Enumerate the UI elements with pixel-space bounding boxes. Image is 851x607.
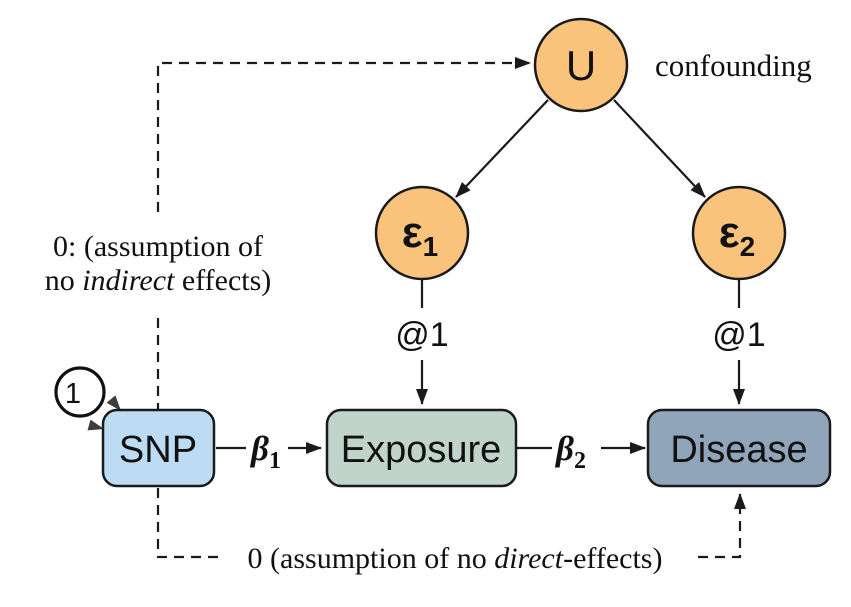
snp-variance-loop bbox=[54, 366, 106, 418]
indirect-assumption-path bbox=[156, 57, 531, 212]
eps2-label: ε2 bbox=[719, 208, 755, 262]
indirect-assumption-label-line1: 0: (assumption of bbox=[53, 230, 263, 263]
snp-variance-arrowhead-side bbox=[87, 419, 104, 431]
u-label: U bbox=[566, 42, 596, 89]
snp-box bbox=[101, 408, 216, 488]
direct-assumption-path-right bbox=[698, 493, 746, 559]
eps1-loading-label: @1 bbox=[395, 316, 448, 354]
direct-assumption-path-left bbox=[156, 318, 222, 559]
beta1-label: β1 bbox=[249, 429, 281, 474]
disease-box bbox=[646, 408, 832, 488]
beta2-label: β2 bbox=[554, 429, 586, 474]
confounding-label: confounding bbox=[655, 48, 812, 83]
eps2-loading-label: @1 bbox=[712, 316, 765, 354]
snp-variance-arrowhead-top bbox=[106, 395, 121, 411]
disease-label: Disease bbox=[670, 429, 807, 471]
exposure-box bbox=[325, 408, 518, 488]
eps2-node bbox=[691, 185, 787, 281]
u-eps1-arrow bbox=[455, 99, 549, 198]
exposure-label: Exposure bbox=[341, 429, 502, 471]
direct-assumption-label: 0 (assumption of no direct-effects) bbox=[248, 542, 663, 575]
eps1-label: ε1 bbox=[402, 208, 438, 262]
u-node bbox=[533, 17, 629, 113]
snp-variance-label: 1 bbox=[65, 378, 81, 410]
u-eps2-arrow bbox=[613, 99, 706, 198]
indirect-assumption-label-line2: no indirect effects) bbox=[45, 264, 272, 297]
eps1-node bbox=[374, 185, 470, 281]
snp-label: SNP bbox=[119, 429, 197, 471]
